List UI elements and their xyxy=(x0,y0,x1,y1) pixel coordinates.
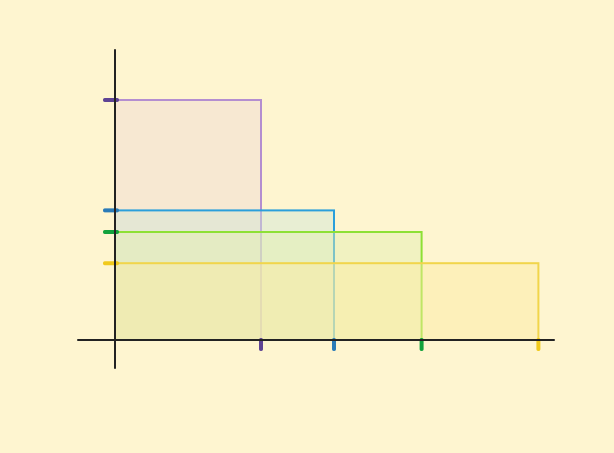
rect-green xyxy=(114,231,423,341)
rect-yellow xyxy=(114,262,540,342)
rect-purple xyxy=(114,99,262,341)
rectangles-layer xyxy=(114,99,540,342)
